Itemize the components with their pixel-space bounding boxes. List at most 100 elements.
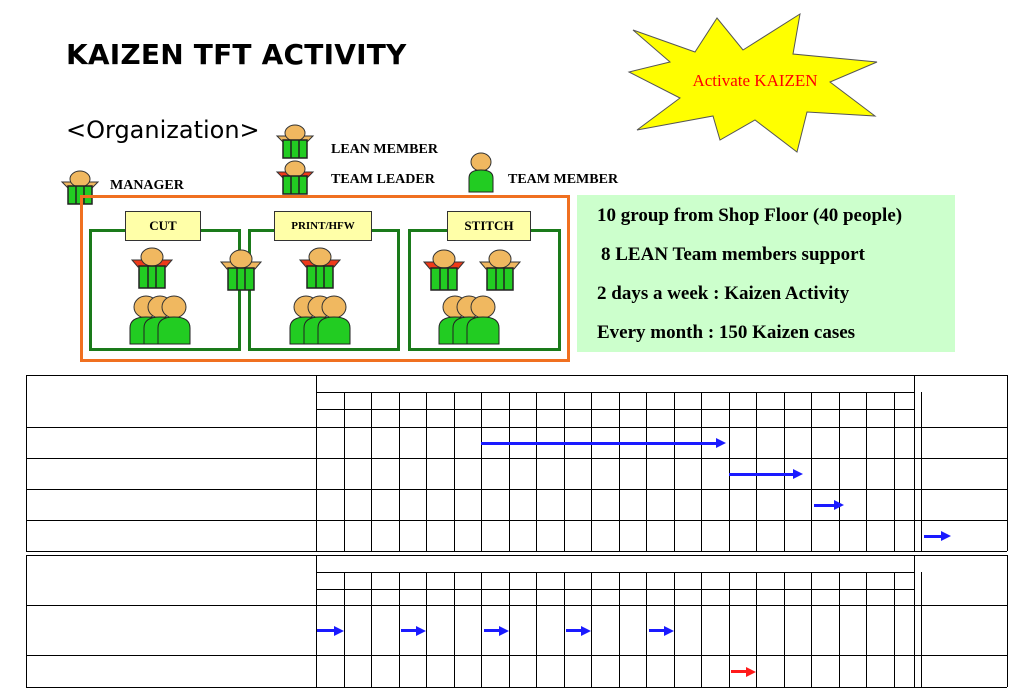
grid-line — [26, 687, 1007, 688]
group-label-stitch: STITCH — [447, 211, 531, 241]
schedule-arrow-line — [648, 629, 666, 632]
schedule-arrow-line — [813, 503, 836, 507]
grid-line — [316, 572, 914, 573]
grid-line — [426, 572, 427, 687]
schedule-arrow-head — [663, 625, 674, 636]
schedule-arrow-head — [746, 666, 756, 677]
team-leader-figure — [130, 247, 174, 289]
legend-manager: MANAGER — [110, 178, 184, 193]
grid-line — [811, 392, 812, 551]
grid-line — [783, 392, 785, 551]
grid-line — [866, 572, 867, 687]
grid-line — [26, 375, 27, 551]
legend-team-member: TEAM MEMBER — [508, 172, 619, 187]
grid-line — [26, 458, 1007, 459]
grid-line — [316, 555, 317, 687]
schedule-arrow-line — [728, 472, 795, 476]
grid-line — [508, 392, 510, 551]
schedule-arrow-line — [483, 629, 501, 632]
grid-line — [508, 572, 510, 687]
grid-line — [453, 572, 455, 687]
grid-line — [866, 392, 867, 551]
grid-line — [481, 392, 482, 551]
lean-member-figure — [219, 249, 263, 291]
grid-line — [316, 589, 914, 590]
grid-line — [398, 572, 400, 687]
schedule-arrow-head — [333, 625, 344, 636]
star-burst-icon — [627, 12, 878, 153]
grid-line — [728, 572, 730, 687]
team-member-figure — [317, 295, 351, 345]
grid-line — [701, 572, 702, 687]
grid-line — [921, 392, 922, 551]
schedule-arrow-line — [481, 441, 718, 445]
grid-line — [26, 375, 1007, 376]
group-label-cut: CUT — [125, 211, 201, 241]
grid-line — [398, 392, 400, 551]
team-member-icon — [468, 152, 494, 193]
grid-line — [921, 572, 922, 687]
info-line: 8 LEAN Team members support — [601, 244, 865, 265]
info-line: 10 group from Shop Floor (40 people) — [597, 205, 903, 226]
grid-line — [26, 489, 1007, 490]
grid-line — [914, 375, 915, 551]
organization-people — [129, 247, 522, 345]
lean-member-figure — [478, 249, 522, 291]
grid-line — [646, 572, 647, 687]
star-text: Activate KAIZEN — [692, 71, 817, 90]
organization-box — [80, 195, 570, 362]
schedule-arrow-head — [941, 531, 952, 541]
grid-line — [838, 392, 840, 551]
grid-line — [26, 555, 27, 687]
team-leader-icon — [275, 160, 315, 195]
schedule-arrow-head — [416, 625, 426, 636]
grid-line — [893, 572, 895, 687]
schedule-arrow-head — [715, 438, 726, 448]
grid-line — [26, 655, 1007, 656]
grid-line — [1007, 375, 1008, 551]
page-title: KAIZEN TFT ACTIVITY — [66, 38, 407, 71]
star-burst: Activate KAIZEN — [627, 12, 878, 153]
grid-line — [343, 392, 345, 551]
schedule-arrow-line — [317, 629, 336, 632]
grid-line — [646, 392, 647, 551]
info-line: Every month : 150 Kaizen cases — [597, 322, 856, 343]
grid-line — [618, 572, 620, 687]
team-leader-figure — [422, 249, 466, 291]
lean-member-icon — [275, 124, 315, 159]
grid-line — [536, 572, 537, 687]
schedule-table — [26, 375, 1008, 688]
schedule-arrow-head — [792, 469, 803, 479]
grid-line — [26, 551, 1007, 552]
schedule-arrow-line — [401, 629, 418, 632]
grid-line — [316, 392, 914, 393]
legend-lean-member: LEAN MEMBER — [331, 142, 438, 157]
grid-line — [26, 555, 1007, 556]
grid-line — [26, 520, 1007, 521]
grid-line — [811, 572, 812, 687]
grid-line — [783, 572, 785, 687]
manager-icon — [60, 170, 100, 205]
schedule-arrow-line — [731, 670, 748, 673]
grid-line — [673, 572, 675, 687]
grid-line — [316, 375, 317, 551]
info-box: 10 group from Shop Floor (40 people) 8 L… — [577, 195, 955, 352]
grid-line — [618, 392, 620, 551]
info-line: 2 days a week : Kaizen Activity — [597, 283, 850, 304]
grid-line — [893, 392, 895, 551]
grid-line — [756, 392, 757, 551]
grid-line — [316, 409, 914, 410]
grid-line — [728, 392, 730, 551]
group-label-print: PRINT/HFW — [274, 211, 372, 241]
grid-line — [26, 427, 1007, 428]
grid-line — [1007, 555, 1008, 687]
grid-line — [371, 572, 372, 687]
grid-line — [756, 572, 757, 687]
legend-team-leader: TEAM LEADER — [331, 172, 435, 187]
grid-line — [343, 572, 345, 687]
grid-line — [426, 392, 427, 551]
grid-line — [453, 392, 455, 551]
schedule-arrow-head — [498, 625, 509, 636]
grid-line — [481, 572, 482, 687]
